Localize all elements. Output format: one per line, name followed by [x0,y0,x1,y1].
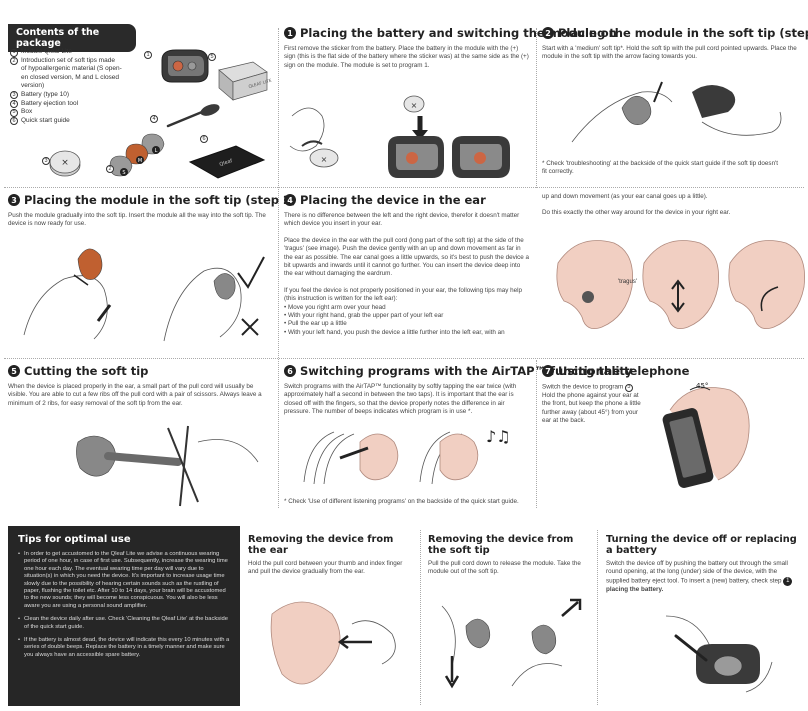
turn-off-text: Switch the device off by pushing the bat… [606,560,802,594]
soft-tip-step1-illustration [571,81,782,143]
section-4-bullet: • With your left hand, you push the devi… [284,328,505,336]
step-6-icon: 6 [284,365,296,377]
telephone-illustration: 45° [662,382,750,488]
guide-illustration: Qleaf [188,145,266,179]
airtap-illustration: ♪♫ [303,427,511,485]
step-2-icon: 2 [542,27,554,39]
step-4-icon: 4 [284,194,296,206]
svg-text:♪♫: ♪♫ [486,427,511,446]
remove-tip-illustration [441,598,582,689]
step-1-icon: 1 [284,27,296,39]
step-7-icon: 7 [542,365,554,377]
package-title: Contents of the package [8,24,136,52]
section-7-text: Switch the device to program 3 Hold the … [542,383,641,424]
section-4-p2: Place the device in the ear with the pul… [284,236,530,278]
svg-text:Qleaf: Qleaf [219,158,234,168]
remove-from-tip-title: Removing the device from the soft tip [428,534,574,556]
section-4-cont2: Do this exactly the other way around for… [542,209,731,217]
section-4-bullet: • Pull the ear up a little [284,320,347,328]
section-6-note: * Check 'Use of different listening prog… [284,498,519,505]
svg-text:QLEAF LITE: QLEAF LITE [248,78,272,89]
remove-from-ear-title: Removing the device from the ear [248,534,394,556]
callout-2: 2 [106,164,114,173]
section-4-p3: If you feel the device is not properly p… [284,286,523,303]
soft-tips-illustration: L M S [109,133,165,177]
box-illustration: QLEAF LITE [218,61,272,101]
svg-text:L: L [155,148,158,154]
soft-tip-step2-illustration [23,248,265,342]
section-2-text: Start with a 'medium' soft tip*. Hold th… [542,45,797,61]
section-2-note: * Check 'troubleshooting' at the backsid… [542,160,779,176]
remove-from-ear-section: Removing the device from the ear Hold th… [248,534,414,706]
turn-off-title: Turning the device off or replacing a ba… [606,534,797,556]
tips-title: Tips for optimal use [18,534,131,545]
battery-eject-illustration [665,615,773,693]
ejection-tool-illustration [166,104,220,128]
section-6-text: Switch programs with the AirTAP™ functio… [284,383,517,416]
callout-1: 1 [144,50,152,59]
battery-insertion-illustration: × × [289,95,510,178]
tips-list: In order to get accustomed to the Qleaf … [18,551,230,659]
section-4-continued: up and down movement (as your ear canal … [542,193,805,356]
section-4-cont1: up and down movement (as your ear canal … [542,193,708,200]
callout-6: 6 [200,134,208,143]
svg-text:×: × [321,155,328,164]
svg-text:×: × [411,101,418,110]
callout-4: 4 [150,114,158,123]
step-3-icon: 3 [8,194,20,206]
section-4-bullet: • With your right hand, grab the upper p… [284,312,444,320]
section-3-text: Push the module gradually into the soft … [8,212,266,228]
step-1-ref-icon: 1 [783,576,793,586]
section-5-text: When the device is placed properly in th… [8,383,262,407]
ear-illustration: 'tragus' [556,240,805,330]
list-item: If the battery is almost dead, the devic… [18,637,230,659]
remove-ear-illustration [270,601,396,685]
svg-text:×: × [61,158,69,168]
section-1-text: First remove the sticker from the batter… [284,45,529,69]
battery-illustration: × [49,150,81,177]
list-item: Clean the device daily after use. Check … [18,616,230,631]
callout-3: 3 [42,156,50,165]
callout-5: 5 [208,52,216,61]
remove-from-tip-section: Removing the device from the soft tip Pu… [428,534,592,706]
svg-text:'tragus': 'tragus' [618,279,637,285]
svg-text:M: M [138,158,142,164]
remove-from-tip-text: Pull the pull cord down to release the m… [428,560,581,576]
section-4-bullet: • Move you right arm over your head [284,303,386,311]
turn-off-section: Turning the device off or replacing a ba… [606,534,802,706]
step-5-icon: 5 [8,365,20,377]
remove-from-ear-text: Hold the pull cord between your thumb an… [248,560,403,576]
svg-text:45°: 45° [696,382,708,390]
list-item: In order to get accustomed to the Qleaf … [18,551,230,610]
section-4-p1: There is no difference between the left … [284,212,520,228]
scissors-illustration [76,425,259,507]
tips-panel: Tips for optimal use In order to get acc… [8,526,240,706]
svg-text:S: S [122,170,125,176]
module-illustration [161,49,209,83]
